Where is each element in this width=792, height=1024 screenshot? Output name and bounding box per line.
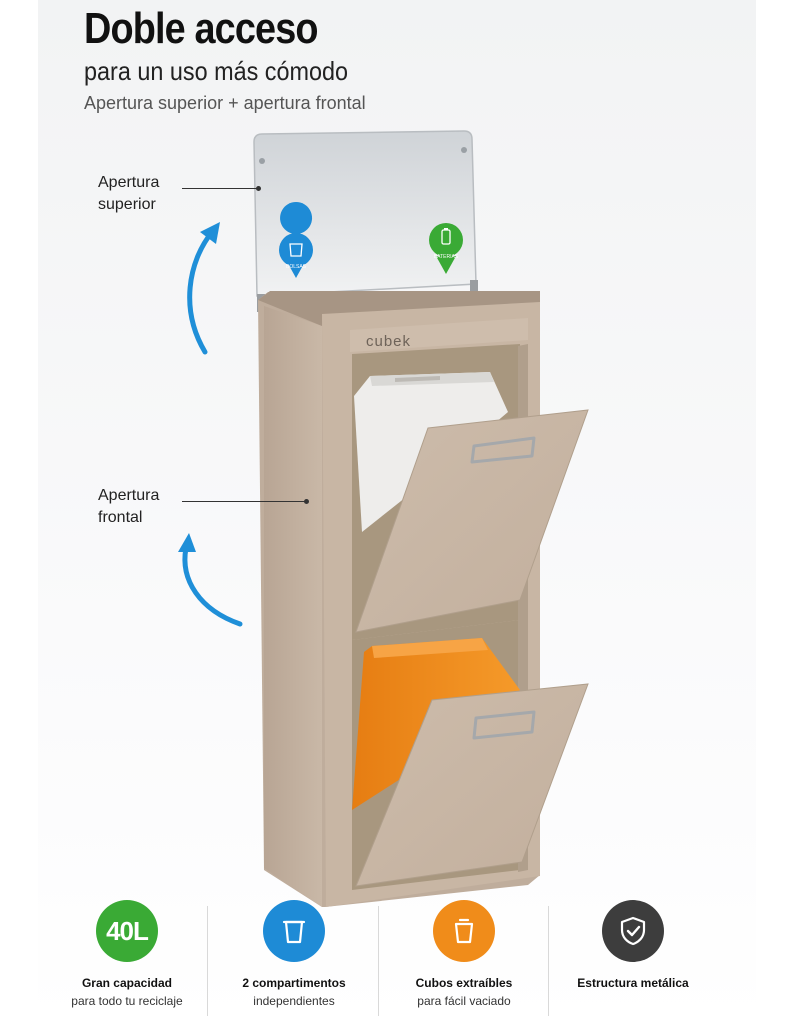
bag-label-icon [279,202,313,278]
feature-capacity: 40L Gran capacidad para todo tu reciclaj… [42,900,212,1008]
lid-label-batteries: BATERIAS [434,254,459,260]
feature-metal-structure: Estructura metálica [548,900,718,994]
page-subtitle: para un uso más cómodo [84,56,349,86]
page-title: Doble acceso [84,4,319,53]
callout-front-dot [304,499,309,504]
bin-compartments-icon [263,900,325,962]
callout-top-dot [256,186,261,191]
battery-label-icon [429,223,463,274]
callout-front-opening: Apertura frontal [98,487,160,526]
brand-logo: cubek [366,333,411,350]
bottom-door [355,683,589,887]
upward-arrow-icon-front [178,533,243,627]
lid-label-bags: BOLSAS [286,264,307,270]
feature-removable-bins: Cubos extraíbles para fácil vaciado [379,900,549,1008]
removable-bin-icon [433,900,495,962]
feature-compartments: 2 compartimentos independientes [209,900,379,1008]
callout-top-leader [182,188,258,189]
feature-divider [378,906,379,1016]
hinge-right [470,280,478,298]
callout-front-leader [182,501,306,502]
feature-divider [207,906,208,1016]
shield-check-icon [602,900,664,962]
capacity-40l-icon: 40L [96,900,158,962]
callout-top-opening: Apertura superior [98,174,160,213]
upward-arrow-icon-top [187,222,220,355]
page-tagline: Apertura superior + apertura frontal [84,93,366,113]
feature-divider [548,906,549,1016]
top-door [355,409,589,633]
